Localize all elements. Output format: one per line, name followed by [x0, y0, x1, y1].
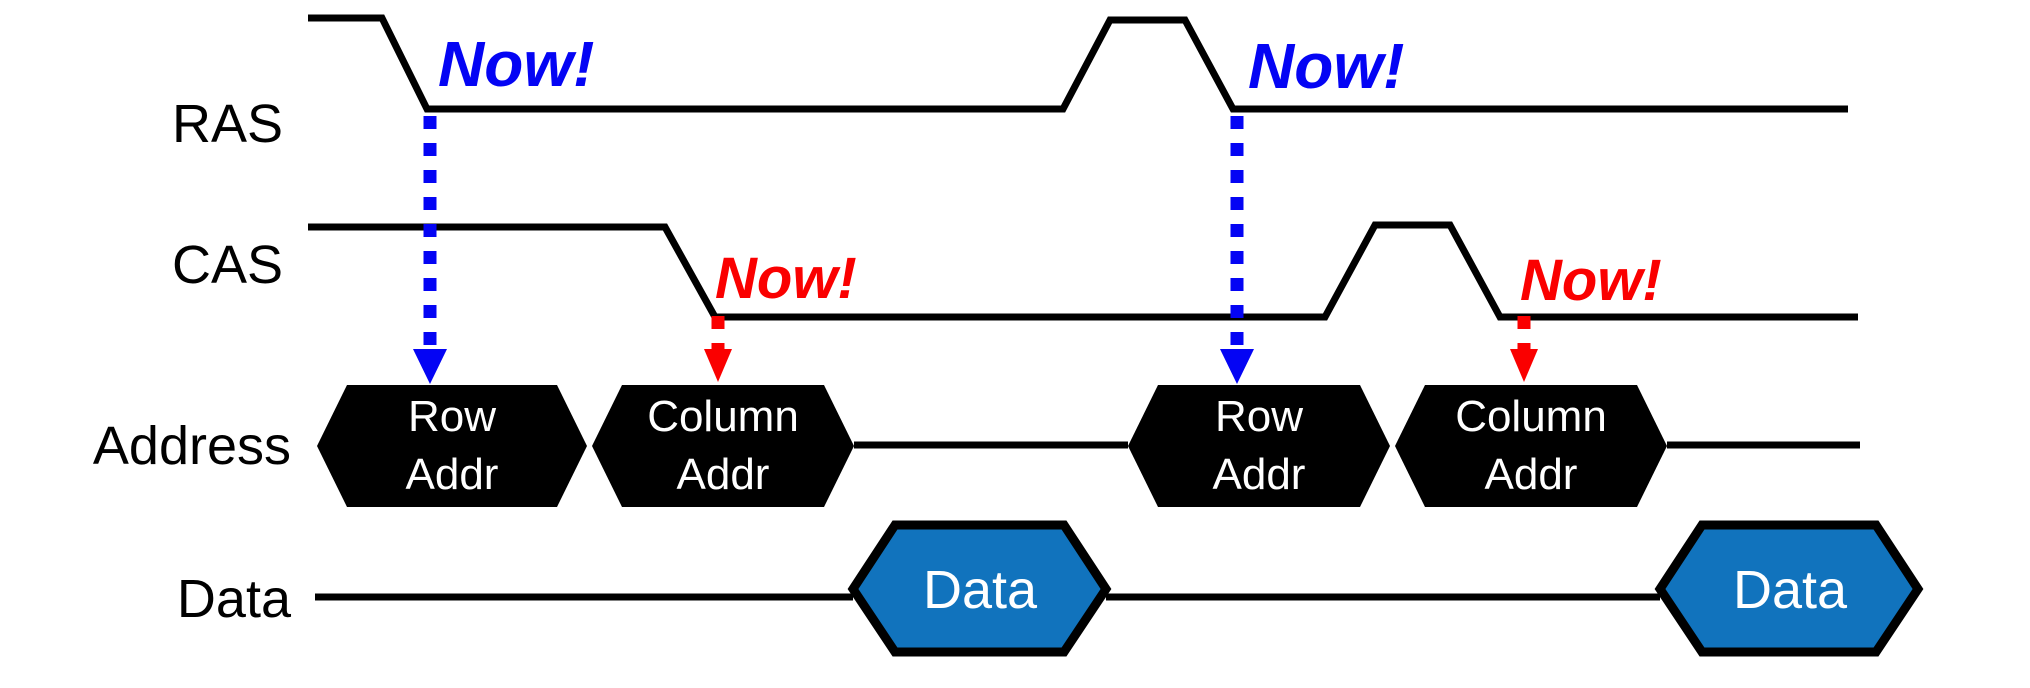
- address-hexagon-column-1: Column Addr: [592, 385, 854, 507]
- hexagon-label-line1: Row: [1215, 392, 1303, 441]
- hexagon-label-line1: Column: [1455, 392, 1607, 441]
- data-row-label: Data: [177, 569, 292, 629]
- arrow-head-icon: [704, 349, 732, 382]
- now-annotation-cas-1: Now!: [715, 246, 857, 311]
- hexagon-label-line2: Addr: [677, 450, 770, 499]
- hexagon-label-line2: Addr: [406, 450, 499, 499]
- ras-latch-arrow-1: [413, 116, 447, 384]
- data-hexagon-label: Data: [1733, 560, 1848, 620]
- address-hexagon-row-1: Row Addr: [317, 385, 587, 507]
- address-row-label: Address: [93, 416, 291, 476]
- hexagon-shape: [317, 385, 587, 507]
- address-hexagon-row-2: Row Addr: [1128, 385, 1390, 507]
- address-hexagon-column-2: Column Addr: [1395, 385, 1667, 507]
- cas-latch-arrow-1: [704, 316, 732, 382]
- hexagon-shape: [1654, 520, 1924, 657]
- ras-row-label: RAS: [172, 94, 283, 154]
- data-hexagon-1: Data: [847, 520, 1112, 657]
- hexagon-label-line1: Column: [647, 392, 799, 441]
- now-annotation-ras-1: Now!: [438, 28, 594, 100]
- cas-latch-arrow-2: [1510, 316, 1538, 382]
- hexagon-label-line1: Row: [408, 392, 496, 441]
- ras-latch-arrow-2: [1220, 116, 1254, 384]
- cas-waveform: [308, 221, 1858, 321]
- now-annotation-ras-2: Now!: [1248, 30, 1404, 102]
- hexagon-label-line2: Addr: [1485, 450, 1578, 499]
- arrow-head-icon: [1220, 349, 1254, 384]
- hexagon-shape: [1395, 385, 1667, 507]
- hexagon-shape: [1128, 385, 1390, 507]
- now-annotation-cas-2: Now!: [1520, 248, 1662, 313]
- data-hexagon-label: Data: [923, 560, 1038, 620]
- hexagon-shape: [847, 520, 1112, 657]
- data-hexagon-2: Data: [1654, 520, 1924, 657]
- arrow-head-icon: [413, 349, 447, 384]
- arrow-head-icon: [1510, 349, 1538, 382]
- cas-row-label: CAS: [172, 235, 283, 295]
- hexagon-label-line2: Addr: [1213, 450, 1306, 499]
- hexagon-shape: [592, 385, 854, 507]
- ras-waveform: [308, 14, 1848, 113]
